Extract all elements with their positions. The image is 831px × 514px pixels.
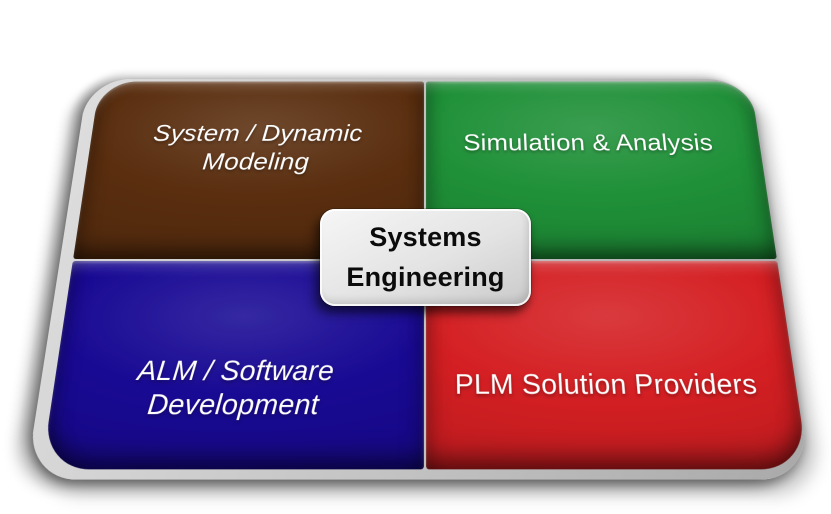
center-box-line1: Systems [369,224,481,251]
quadrant-label-simulation-analysis: Simulation & Analysis [463,128,714,156]
center-box-line2: Engineering [346,264,504,291]
quadrant-label-alm-software-development: ALM / Software Development [132,354,335,423]
systems-engineering-box: Systems Engineering [320,209,531,306]
quadrant-label-system-dynamic-modeling: System / Dynamic Modeling [148,120,362,176]
quadrant-label-plm-solution-providers: PLM Solution Providers [455,368,759,402]
